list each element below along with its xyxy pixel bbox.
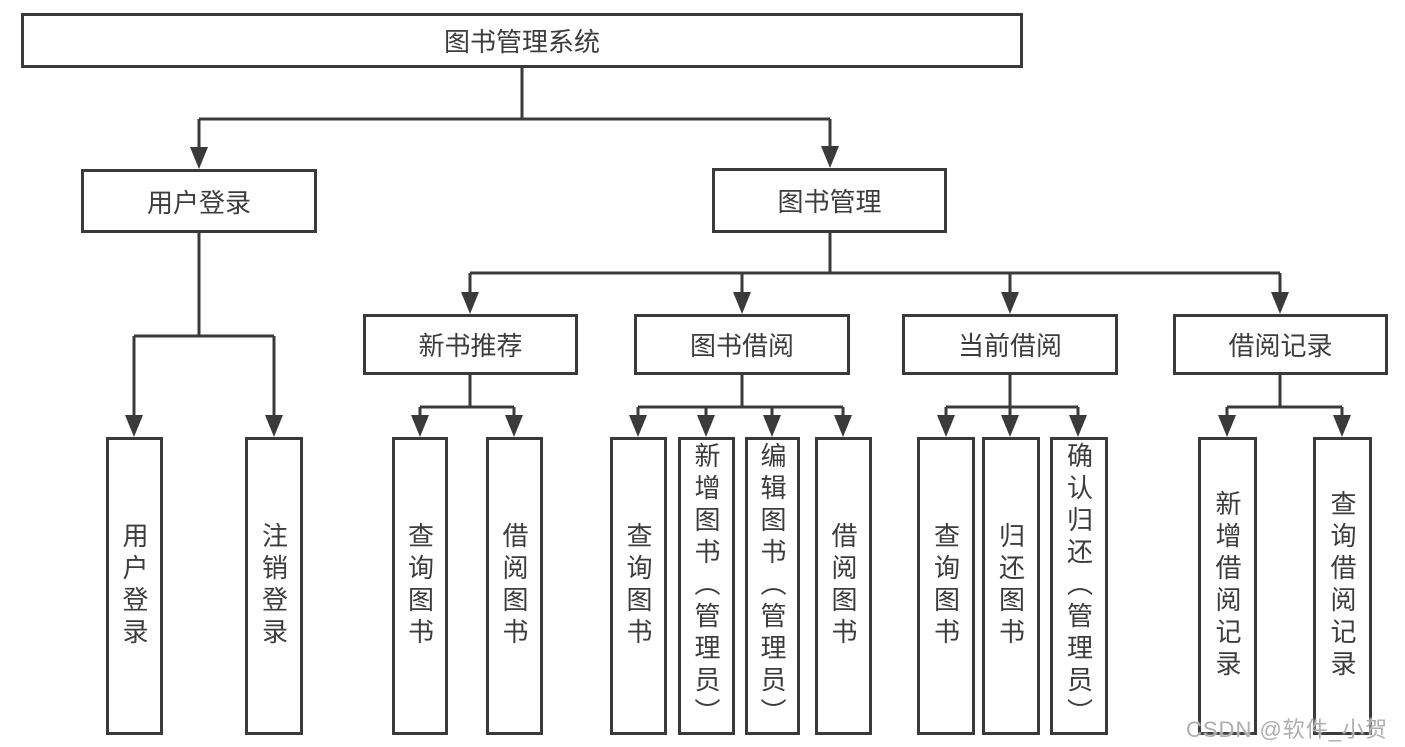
leaf-borrow-books-recommend: 借阅图书 (486, 437, 543, 735)
leaf-confirm-return-admin: 确认归还（管理员） (1050, 437, 1108, 735)
node-borrow-records: 借阅记录 (1173, 314, 1388, 375)
node-label: 用户登录 (146, 187, 251, 218)
node-label: 查询图书 (404, 522, 435, 650)
node-label: 图书借阅 (689, 331, 794, 361)
node-label: 新书推荐 (418, 331, 523, 361)
leaf-query-books-current: 查询图书 (917, 437, 975, 735)
node-label: 借阅图书 (828, 522, 858, 650)
node-user-login: 用户登录 (81, 169, 317, 233)
node-label: 当前借阅 (957, 331, 1062, 361)
node-library-management-system: 图书管理系统 (21, 13, 1023, 68)
node-label: 注销登录 (258, 522, 289, 650)
node-label: 编辑图书（管理员） (757, 442, 787, 730)
leaf-query-books-recommend: 查询图书 (392, 437, 448, 735)
node-label: 确认归还（管理员） (1063, 442, 1094, 730)
node-current-borrow: 当前借阅 (902, 314, 1118, 375)
node-label: 图书管理 (777, 187, 882, 217)
node-label: 图书管理系统 (443, 27, 600, 57)
leaf-query-borrow-record: 查询借阅记录 (1313, 437, 1372, 735)
leaf-query-books-borrow: 查询图书 (610, 437, 667, 735)
node-label: 查询图书 (623, 522, 653, 650)
node-label: 新增图书（管理员） (691, 442, 721, 730)
node-new-book-recommend: 新书推荐 (363, 314, 578, 375)
leaf-return-books: 归还图书 (982, 437, 1040, 735)
leaf-edit-books-admin: 编辑图书（管理员） (745, 437, 800, 735)
leaf-add-borrow-record: 新增借阅记录 (1198, 437, 1257, 735)
node-label: 借阅记录 (1228, 331, 1333, 361)
node-label: 查询借阅记录 (1327, 490, 1357, 682)
node-label: 新增借阅记录 (1212, 490, 1242, 682)
node-book-management: 图书管理 (712, 168, 947, 233)
node-book-borrow: 图书借阅 (634, 314, 850, 375)
node-label: 借阅图书 (499, 522, 529, 650)
csdn-watermark: CSDN @软件_小贺同学 (1186, 717, 1389, 742)
leaf-add-books-admin: 新增图书（管理员） (678, 437, 735, 735)
node-label: 用户登录 (119, 522, 149, 650)
node-label: 查询图书 (930, 522, 961, 650)
node-label: 归还图书 (995, 522, 1026, 650)
leaf-logout: 注销登录 (245, 437, 303, 735)
leaf-borrow-books: 借阅图书 (815, 437, 872, 735)
leaf-user-login: 用户登录 (106, 437, 163, 735)
